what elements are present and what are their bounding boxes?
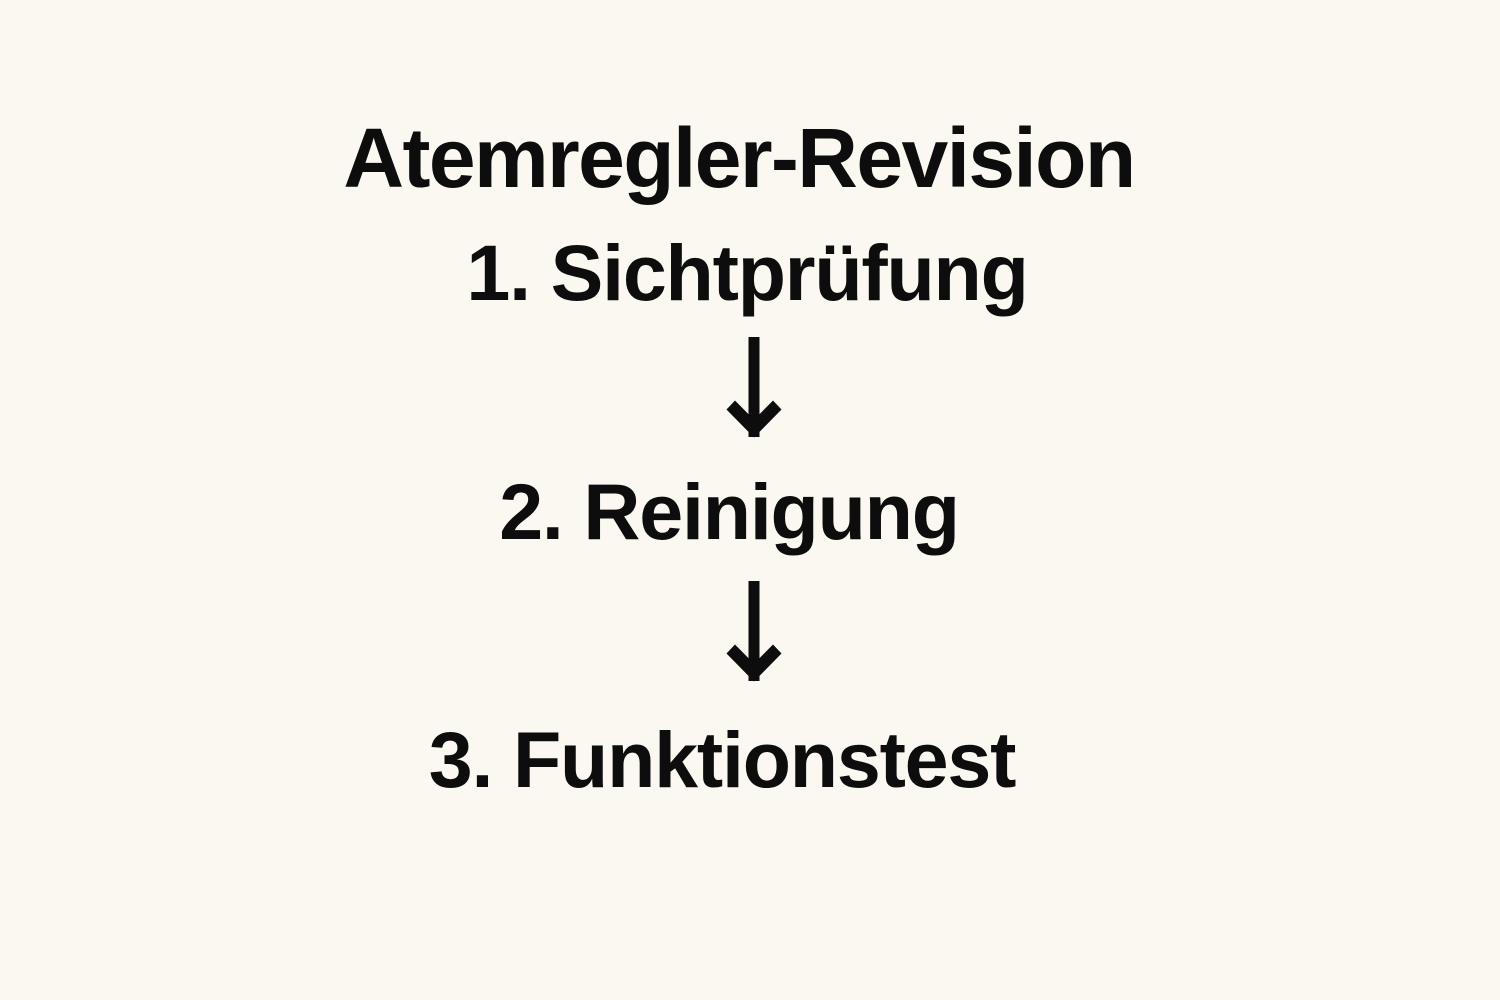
arrow-down-icon-1 — [725, 337, 783, 445]
flow-step-1: 1. Sichtprüfung — [466, 228, 1029, 317]
flow-step-2: 2. Reinigung — [499, 467, 960, 557]
process-flow: 1. Sichtprüfung 2. Reinigung 3. Funktion… — [0, 230, 1500, 870]
title-block: Atemregler-Revision — [0, 0, 1500, 200]
arrow-down-icon-2 — [725, 580, 783, 689]
page-title: Atemregler-Revision — [343, 111, 1136, 205]
flow-step-3: 3. Funktionstest — [428, 714, 1017, 804]
